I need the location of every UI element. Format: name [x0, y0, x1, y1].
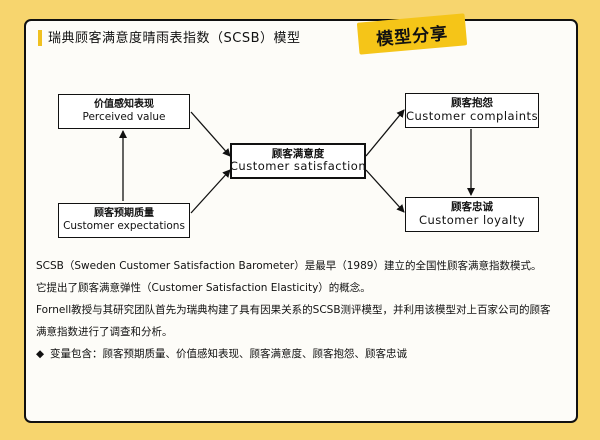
title-accent-bar [38, 30, 42, 46]
node-customer-expectations: 顾客预期质量 Customer expectations [58, 203, 190, 238]
node-loyalty-zh: 顾客忠诚 [451, 201, 493, 214]
node-satisfaction-zh: 顾客满意度 [271, 147, 325, 160]
paragraph-scsb-intro: SCSB（Sweden Customer Satisfaction Barome… [36, 260, 542, 272]
node-satisfaction-en: Customer satisfaction [229, 159, 367, 174]
node-loyalty-en: Customer loyalty [418, 212, 526, 227]
arrow-satisfaction-to-loyalty [365, 169, 405, 213]
paragraph-fornell: Fornell教授与其研究团队首先为瑞典构建了具有因果关系的SCSB测评模型，并… [36, 304, 551, 338]
paragraph-variables: ◆ 变量包含：顾客预期质量、价值感知表现、顾客满意度、顾客抱怨、顾客忠诚 [36, 343, 551, 365]
diamond-bullet-icon: ◆ [36, 348, 45, 360]
node-customer-loyalty: 顾客忠诚 Customer loyalty [405, 197, 539, 232]
node-customer-satisfaction: 顾客满意度 Customer satisfaction [230, 143, 366, 179]
description-text: SCSB（Sweden Customer Satisfaction Barome… [36, 255, 551, 365]
node-expectations-zh: 顾客预期质量 [94, 208, 154, 220]
arrow-satisfaction-to-complaints [365, 109, 405, 157]
node-expectations-en: Customer expectations [63, 220, 185, 233]
page-title: 瑞典顾客满意度晴雨表指数（SCSB）模型 [48, 31, 301, 46]
node-complaints-zh: 顾客抱怨 [451, 97, 493, 110]
paragraph-elasticity: 它提出了顾客满意弹性（Customer Satisfaction Elastic… [36, 282, 371, 294]
node-customer-complaints: 顾客抱怨 Customer complaints [405, 93, 539, 128]
variables-text: 变量包含：顾客预期质量、价值感知表现、顾客满意度、顾客抱怨、顾客忠诚 [50, 348, 407, 360]
node-perceived-value: 价值感知表现 Perceived value [58, 94, 190, 129]
arrow-perceived-to-satisfaction [190, 111, 231, 157]
arrow-expectations-to-satisfaction [190, 169, 231, 214]
node-perceived-zh: 价值感知表现 [94, 99, 154, 111]
node-complaints-en: Customer complaints [405, 108, 539, 123]
node-perceived-en: Perceived value [82, 111, 166, 124]
